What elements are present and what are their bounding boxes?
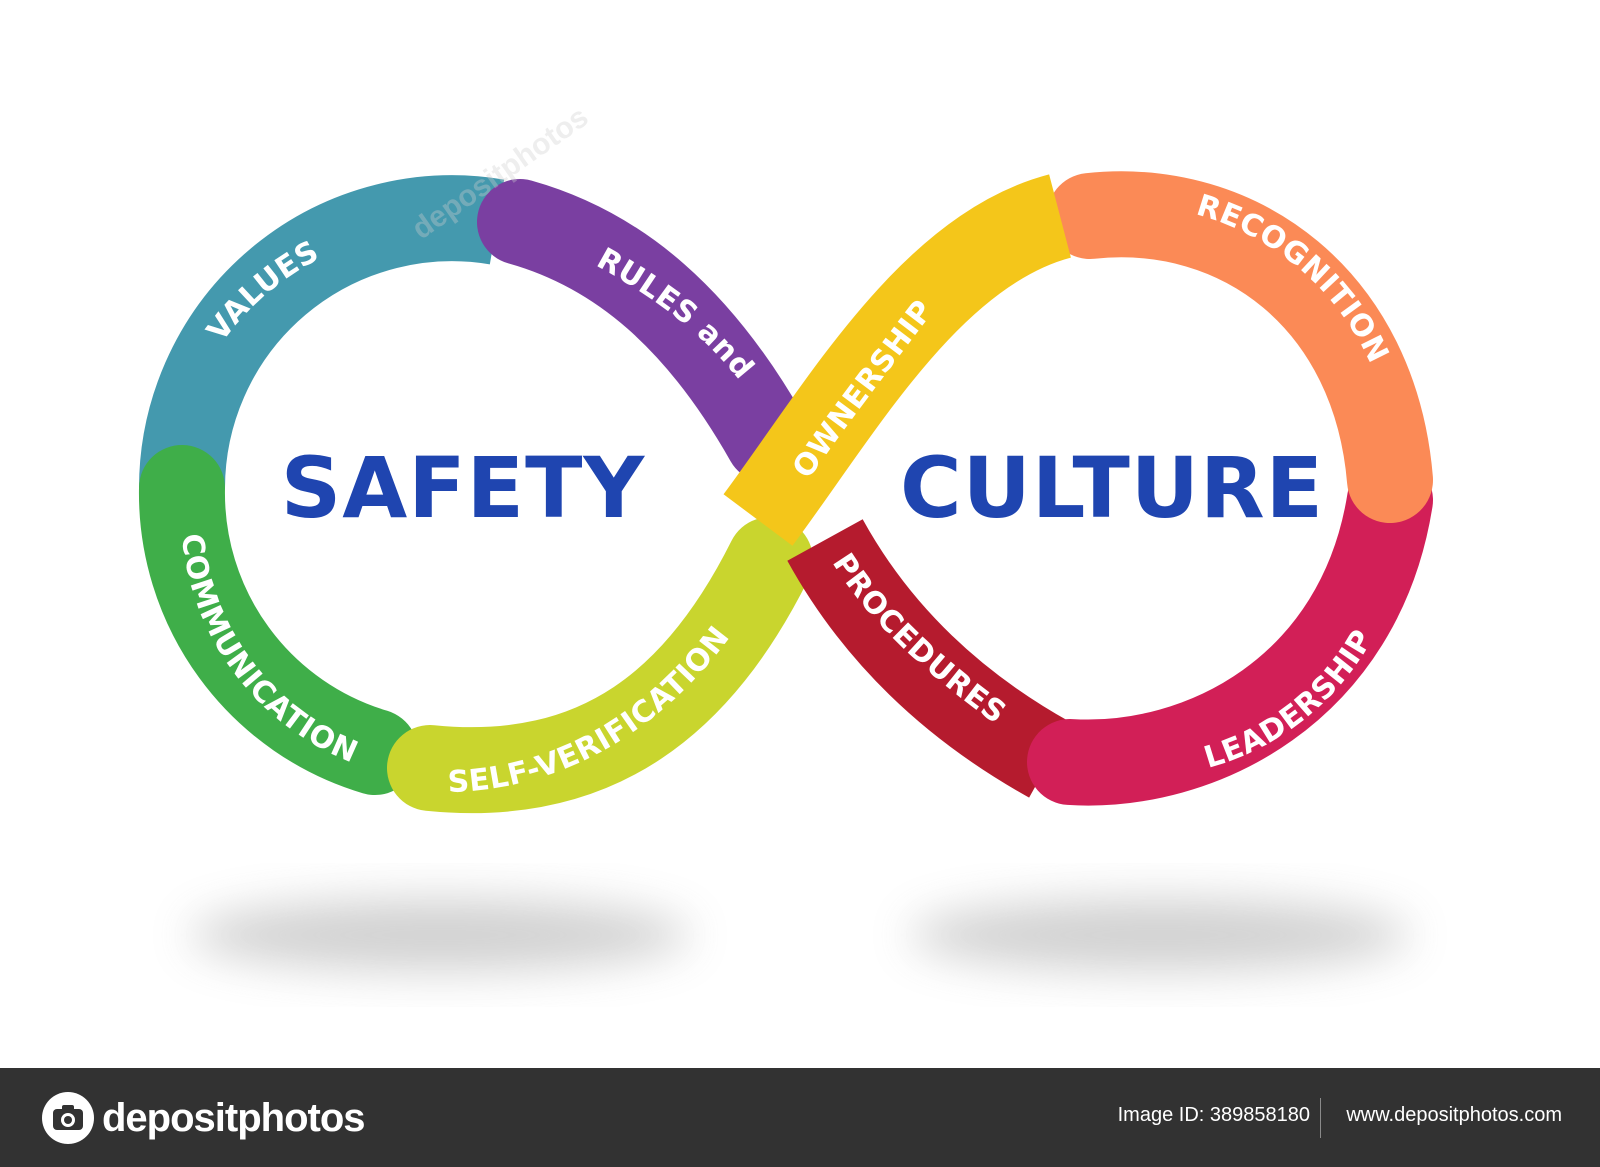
- right-floor-shadow: [910, 899, 1410, 971]
- segment-ownership: [723, 174, 1073, 546]
- logo-wordmark: depositphotos: [102, 1095, 366, 1140]
- site-url-link[interactable]: www.depositphotos.com: [1346, 1104, 1562, 1126]
- segment-recognition: [1047, 171, 1433, 523]
- footer-divider: [1320, 1098, 1321, 1138]
- segment-self-verification: [387, 517, 813, 814]
- segment-communication: [138, 445, 418, 795]
- footer-bar: depositphotos Image ID: 389858180 www.de…: [0, 1068, 1600, 1167]
- camera-logo-icon: [42, 1092, 94, 1144]
- infinity-segments: [138, 171, 1433, 814]
- title-safety: SAFETY: [281, 439, 646, 537]
- segment-leadership: [1027, 457, 1433, 806]
- depositphotos-logo[interactable]: depositphotos: [40, 1090, 366, 1146]
- segment-values: [139, 175, 505, 489]
- segment-procedures: [787, 518, 1072, 798]
- safety-culture-infinity-diagram: VALUES RULES and OWNERSHIP RECOGNITION L…: [138, 100, 1433, 971]
- image-id-text: Image ID: 389858180: [1117, 1104, 1310, 1126]
- left-floor-shadow: [190, 899, 690, 971]
- segment-rules: [477, 179, 811, 483]
- title-culture: CULTURE: [900, 439, 1324, 537]
